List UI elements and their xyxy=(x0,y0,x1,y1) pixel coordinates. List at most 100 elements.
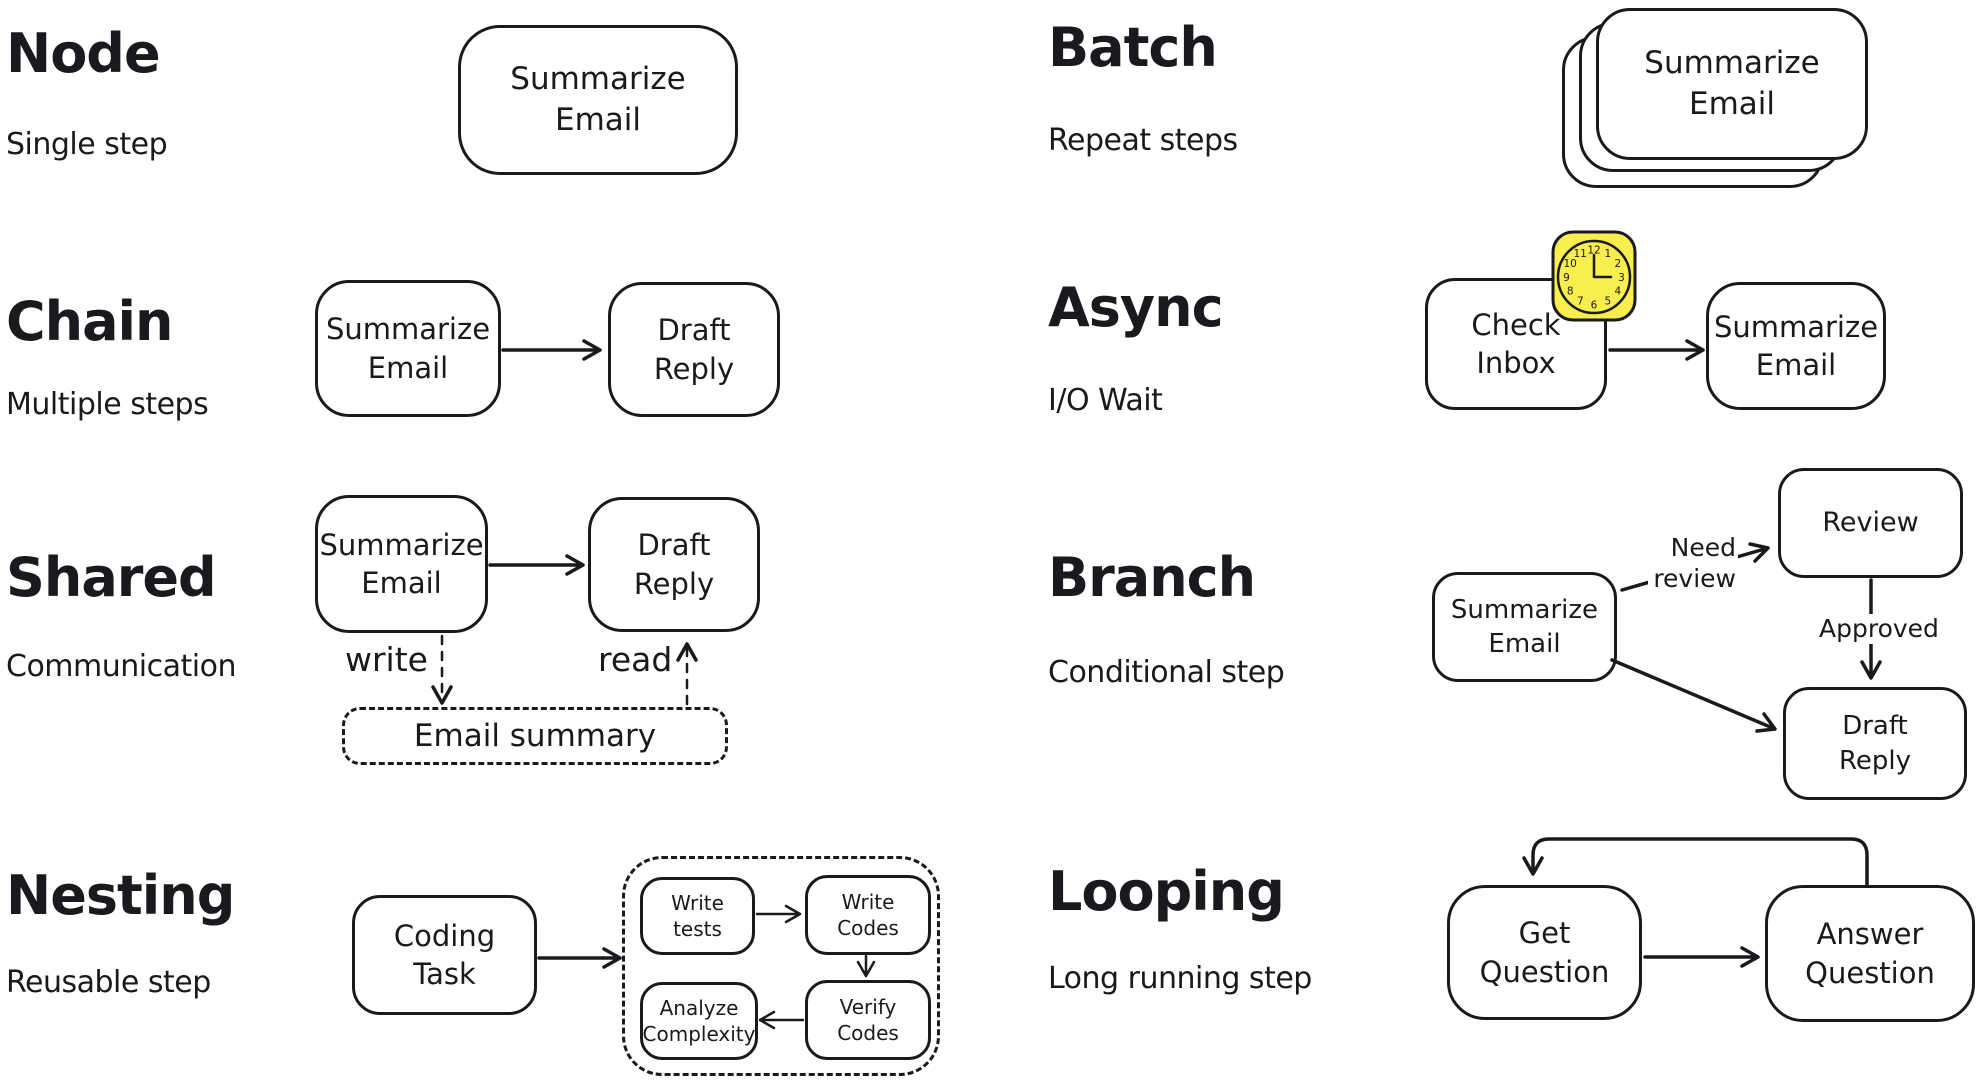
nesting-analyze-line2: Complexity xyxy=(642,1022,756,1046)
clock-number-4: 4 xyxy=(1614,286,1621,298)
clock-number-9: 9 xyxy=(1563,272,1570,284)
nesting-coding-task-box: Coding Task xyxy=(352,895,537,1015)
async-section-title: Async xyxy=(1048,276,1224,339)
branch-source-line2: Email xyxy=(1488,629,1561,659)
node-section-subtitle: Single step xyxy=(6,127,168,162)
nesting-write-tests-line2: tests xyxy=(673,917,722,941)
looping-forward-arrow xyxy=(1643,946,1760,968)
batch-box-line2: Email xyxy=(1688,86,1775,122)
batch-summarize-email-box: Summarize Email xyxy=(1596,8,1868,160)
shared-read-arrowhead xyxy=(676,642,698,662)
clock-number-8: 8 xyxy=(1567,286,1574,298)
clock-number-6: 6 xyxy=(1591,299,1598,311)
looping-back-arrow xyxy=(1522,837,1869,887)
nesting-verify-codes-box: Verify Codes xyxy=(805,980,931,1060)
shared-summarize-email-box: Summarize Email xyxy=(315,495,488,633)
shared-draft-reply-box: Draft Reply xyxy=(588,497,760,632)
branch-review-label: Review xyxy=(1822,507,1919,539)
branch-draft-reply-box: Draft Reply xyxy=(1783,687,1967,800)
nesting-analyze-complexity-box: Analyze Complexity xyxy=(640,982,758,1060)
chain-box2-line2: Reply xyxy=(653,351,735,386)
shared-email-summary-store: Email summary xyxy=(342,707,728,765)
nesting-write-tests-box: Write tests xyxy=(640,877,755,955)
nesting-analyze-line1: Analyze xyxy=(659,996,739,1020)
shared-box1-line2: Email xyxy=(361,566,442,600)
nesting-section-title: Nesting xyxy=(6,864,235,927)
batch-section-title: Batch xyxy=(1048,16,1218,79)
clock-number-10: 10 xyxy=(1564,258,1577,270)
node-summarize-email-box: Summarize Email xyxy=(458,25,738,175)
branch-need-review-line1: Need xyxy=(1670,533,1736,562)
clock-number-2: 2 xyxy=(1614,258,1621,270)
nesting-box-line1: Coding xyxy=(393,918,496,953)
shared-section-subtitle: Communication xyxy=(6,649,236,684)
shared-read-label: read xyxy=(598,640,673,679)
node-box-line2: Email xyxy=(554,102,641,138)
branch-diagonal-arrow xyxy=(1610,658,1777,733)
shared-box1-line1: Summarize xyxy=(319,527,484,562)
looping-section-subtitle: Long running step xyxy=(1048,961,1312,996)
nesting-write-tests-line1: Write xyxy=(671,891,724,915)
async-summarize-email-box: Summarize Email xyxy=(1706,282,1886,410)
chain-draft-reply-box: Draft Reply xyxy=(608,282,780,417)
shared-arrow xyxy=(488,554,585,576)
chain-arrow xyxy=(501,339,602,361)
chain-box1-line1: Summarize xyxy=(325,312,491,347)
branch-summarize-email-box: Summarize Email xyxy=(1432,572,1617,682)
chain-section-subtitle: Multiple steps xyxy=(6,387,209,422)
async-box2-line2: Email xyxy=(1755,348,1837,382)
shared-write-arrowhead xyxy=(431,685,453,705)
node-section-title: Node xyxy=(6,22,161,85)
looping-box2-line2: Question xyxy=(1805,955,1935,990)
async-box1-line1: Check xyxy=(1471,307,1561,342)
clock-number-7: 7 xyxy=(1577,296,1584,308)
clock-number-3: 3 xyxy=(1618,272,1625,284)
branch-section-subtitle: Conditional step xyxy=(1048,655,1285,690)
branch-draft-line2: Reply xyxy=(1838,745,1911,776)
chain-section-title: Chain xyxy=(6,290,173,353)
branch-section-title: Branch xyxy=(1048,546,1256,609)
nesting-box-line2: Task xyxy=(413,957,476,991)
shared-box2-line2: Reply xyxy=(633,566,715,601)
async-section-subtitle: I/O Wait xyxy=(1048,383,1163,418)
chain-box2-line1: Draft xyxy=(657,313,731,348)
nesting-verify-line1: Verify xyxy=(839,995,897,1019)
nesting-write-codes-box: Write Codes xyxy=(805,875,931,955)
branch-source-line1: Summarize xyxy=(1450,594,1599,625)
branch-review-box: Review xyxy=(1778,468,1963,578)
clock-number-11: 11 xyxy=(1574,248,1587,260)
nesting-write-codes-line2: Codes xyxy=(837,916,899,940)
async-box2-line1: Summarize xyxy=(1713,309,1879,344)
looping-box2-line1: Answer xyxy=(1816,917,1924,952)
branch-draft-line1: Draft xyxy=(1842,711,1908,742)
clock-number-1: 1 xyxy=(1604,248,1611,260)
branch-need-review-label: Need review xyxy=(1648,532,1738,595)
node-box-line1: Summarize xyxy=(510,61,686,98)
nesting-section-subtitle: Reusable step xyxy=(6,965,211,1000)
branch-need-review-line2: review xyxy=(1653,564,1736,594)
nesting-flow-container xyxy=(622,856,940,1076)
nesting-main-arrow xyxy=(537,947,622,969)
shared-box2-line1: Draft xyxy=(637,528,711,563)
branch-approved-label: Approved xyxy=(1816,614,1942,644)
nesting-verify-line2: Codes xyxy=(837,1021,899,1045)
async-box1-line2: Inbox xyxy=(1476,346,1556,380)
looping-box1-line2: Question xyxy=(1479,954,1610,989)
looping-section-title: Looping xyxy=(1048,860,1285,923)
shared-section-title: Shared xyxy=(6,546,217,609)
looping-box1-line1: Get xyxy=(1518,916,1571,951)
shared-store-label: Email summary xyxy=(413,717,657,754)
async-arrow xyxy=(1608,339,1705,361)
shared-write-label: write xyxy=(345,640,428,679)
batch-section-subtitle: Repeat steps xyxy=(1048,123,1238,158)
clock-number-5: 5 xyxy=(1604,296,1611,308)
chain-summarize-email-box: Summarize Email xyxy=(315,280,501,417)
nesting-write-codes-line1: Write xyxy=(841,890,895,914)
looping-get-question-box: Get Question xyxy=(1447,885,1642,1020)
clock-number-12: 12 xyxy=(1587,244,1600,256)
looping-answer-question-box: Answer Question xyxy=(1765,885,1975,1022)
chain-box1-line2: Email xyxy=(367,350,449,385)
